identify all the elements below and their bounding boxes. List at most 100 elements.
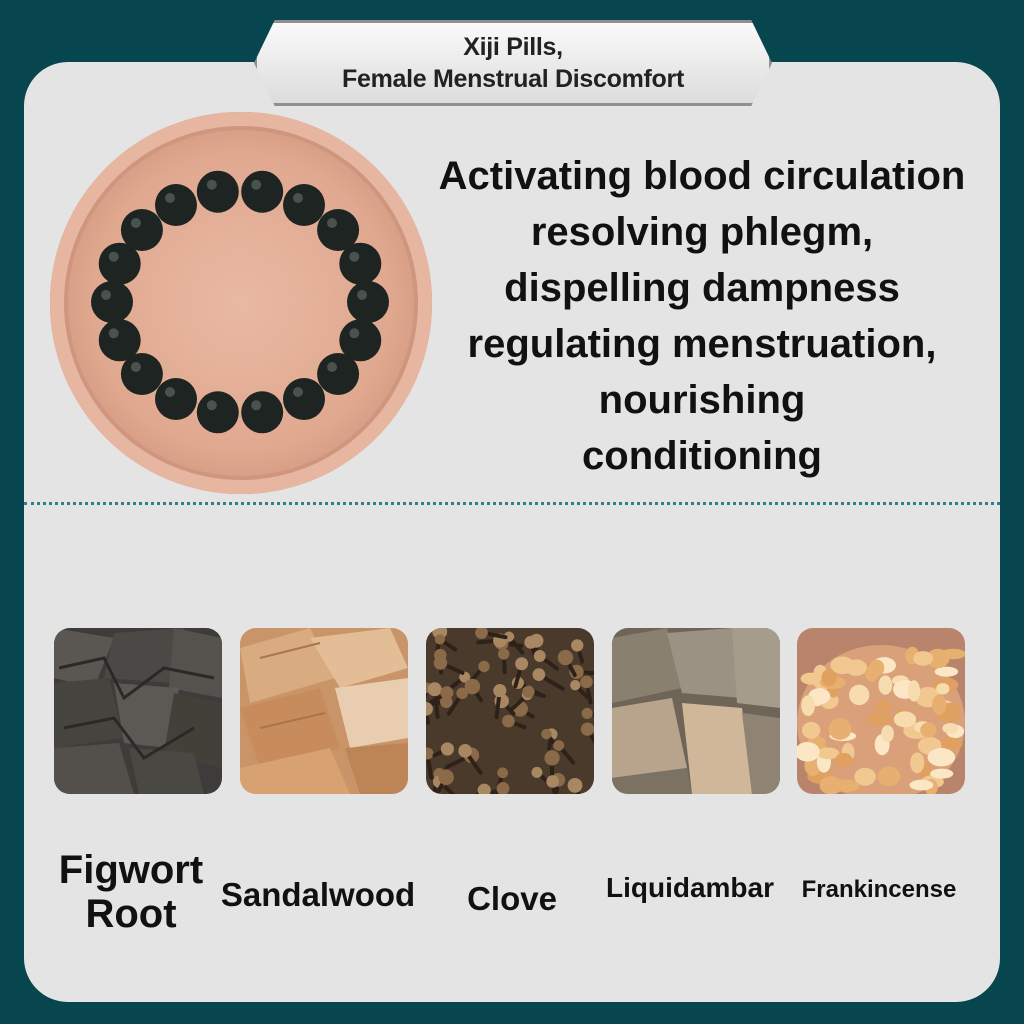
bead: [155, 378, 197, 420]
resin-tear: [907, 680, 921, 702]
clove-bud: [496, 782, 510, 794]
bead: [120, 353, 163, 395]
bead: [196, 170, 239, 213]
clove-bud: [532, 668, 546, 681]
frankincense-icon: [797, 628, 965, 794]
bead-highlight: [293, 387, 303, 397]
clove-bud: [438, 769, 454, 785]
benefit-line: nourishing: [598, 378, 806, 422]
bead-highlight: [130, 218, 141, 228]
clove-bud: [497, 767, 509, 779]
resin-tear: [926, 648, 950, 669]
clove-bud: [458, 744, 472, 758]
bead-highlight: [327, 218, 338, 228]
bead-highlight: [293, 193, 303, 203]
resin-tear: [869, 659, 885, 677]
clove-bud: [544, 750, 560, 766]
clove-bud: [541, 728, 552, 740]
bead: [120, 209, 163, 251]
bead-highlight: [165, 387, 175, 397]
title-plaque: Xiji Pills, Female Menstrual Discomfort: [254, 20, 772, 106]
bead: [283, 378, 325, 420]
clove-bud: [464, 678, 481, 695]
clove-bud: [498, 648, 510, 660]
benefit-line: Activating blood circulation: [438, 154, 966, 198]
resin-tear: [942, 723, 959, 734]
resin-tear: [909, 779, 934, 791]
clove-bud: [440, 686, 454, 700]
resin-tear: [932, 694, 947, 715]
resin-tear: [920, 722, 937, 738]
clove-bud: [515, 657, 529, 671]
bead-bracelet-image: [50, 112, 432, 494]
liquidambar-icon: [612, 628, 780, 794]
bead: [317, 353, 360, 395]
ingredient-label-sandalwood: Sandalwood: [220, 876, 416, 913]
benefit-line: conditioning: [582, 434, 822, 478]
ingredient-label-frankincense: Frankincense: [801, 876, 957, 903]
bead-highlight: [108, 251, 119, 262]
bead: [241, 170, 284, 213]
resin-tear: [821, 669, 837, 687]
resin-tear: [940, 737, 963, 750]
sandalwood-icon: [240, 628, 408, 794]
bead-highlight: [349, 251, 360, 262]
bead: [339, 242, 382, 285]
bead-highlight: [130, 362, 141, 372]
clove-bud: [567, 777, 583, 793]
resin-tear: [893, 711, 917, 728]
clove-bud: [581, 707, 593, 719]
clove-bud: [475, 628, 488, 639]
benefit-line: resolving phlegm,: [530, 210, 874, 254]
clove-bud: [570, 680, 581, 691]
bead-highlight: [165, 193, 175, 203]
resin-tear: [881, 725, 894, 743]
clove-bud: [456, 687, 468, 700]
bead: [155, 184, 197, 226]
clove-bud: [553, 740, 565, 751]
clove-bud: [478, 660, 490, 673]
resin-tear: [875, 700, 892, 713]
resin-tear: [845, 659, 868, 676]
clove-bud: [571, 639, 584, 652]
clove-bud: [493, 684, 507, 698]
bead-highlight: [251, 400, 262, 411]
clove-bud: [434, 634, 446, 645]
clove-bud: [433, 656, 448, 670]
ingredient-label-line: Figwort: [58, 848, 204, 892]
clove-bud: [533, 650, 546, 662]
resin-tear: [801, 721, 821, 739]
resin-tear: [877, 766, 901, 787]
benefits-headline: Activating blood circulation resolving p…: [404, 148, 1000, 484]
bead: [283, 184, 325, 226]
bead: [98, 319, 141, 362]
ingredient-label-figwort-root: Figwort Root: [48, 848, 214, 936]
resin-tear: [910, 752, 925, 774]
benefit-line: regulating menstruation,: [467, 322, 937, 366]
resin-tear: [835, 752, 853, 768]
clove-bud: [580, 675, 593, 689]
resin-tear: [930, 768, 954, 779]
bead: [98, 242, 141, 285]
clove-bud: [546, 775, 559, 788]
clove-bud: [477, 783, 491, 794]
clove-bud: [531, 766, 543, 778]
resin-tear: [816, 747, 840, 760]
resin-tear: [801, 695, 816, 717]
bead-highlight: [108, 328, 119, 339]
resin-tear: [849, 684, 870, 706]
ingredient-label-line: Root: [85, 892, 177, 936]
clove-bud: [580, 722, 594, 736]
bead-highlight: [357, 290, 367, 300]
bead: [339, 319, 382, 362]
bead: [241, 391, 284, 434]
section-divider: [24, 502, 1000, 505]
resin-tear: [854, 767, 876, 786]
resin-tear: [878, 675, 893, 695]
bead-bracelet-icon: [91, 170, 389, 434]
resin-tear: [797, 742, 820, 762]
resin-tear: [828, 718, 852, 740]
resin-tear: [927, 747, 956, 767]
bead-highlight: [101, 290, 111, 300]
clove-bud: [524, 635, 538, 649]
